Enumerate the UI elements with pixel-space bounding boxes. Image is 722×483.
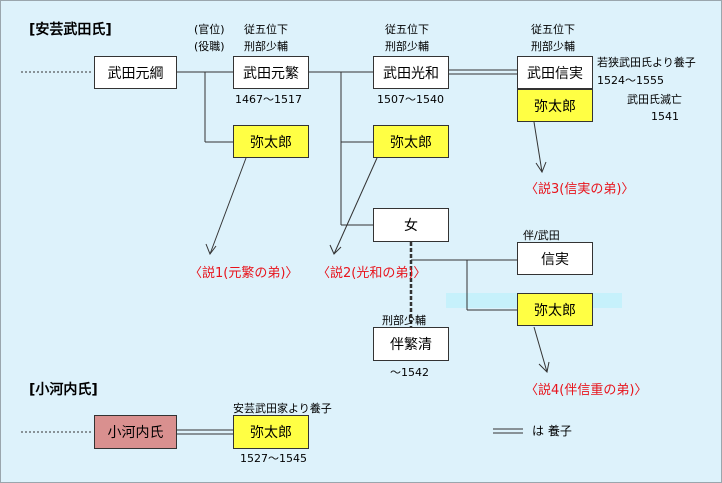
section-title-kogouchi: [小河内氏] — [29, 382, 98, 398]
theory-1: 〈説1(元繁の弟)〉 — [189, 266, 299, 281]
label-dates-mitsukazu: 1507～1540 — [377, 93, 444, 106]
label-rank-nobuzane: 従五位下 — [531, 23, 575, 36]
box-tomo-shigekiyo: 伴繁清 — [373, 327, 449, 361]
arrow-theory3 — [533, 121, 543, 173]
section-title-aki-takeda: [安芸武田氏] — [29, 22, 112, 38]
arrow-theory4 — [533, 326, 548, 373]
label-legend-adoption: は 養子 — [532, 424, 572, 438]
box-nobuzane: 信実 — [517, 242, 593, 275]
box-onna: 女 — [373, 208, 449, 242]
label-adopted-from-aki-takeda: 安芸武田家より養子 — [233, 402, 332, 415]
box-yatarou-kogouchi: 弥太郎 — [233, 415, 309, 449]
label-dates-tomo-shigekiyo: ～1542 — [390, 366, 429, 379]
label-dates-nobuzane: 1524～1555 — [597, 74, 664, 87]
label-kan-i: (官位) — [194, 23, 225, 36]
arrow-theory4-head — [538, 361, 550, 374]
label-rank-motoshige: 従五位下 — [244, 23, 288, 36]
box-takeda-mitsukazu: 武田光和 — [373, 56, 449, 89]
box-takeda-nobuzane: 武田信実 — [517, 56, 593, 89]
box-kogouchi: 小河内氏 — [94, 415, 177, 449]
arrow-theory3-head — [535, 161, 547, 174]
label-extinction-year: 1541 — [651, 110, 679, 123]
box-yatarou-left: 弥太郎 — [233, 125, 309, 158]
box-yatarou-lower-right: 弥太郎 — [517, 293, 593, 326]
label-post-motoshige: 刑部少輔 — [244, 40, 288, 53]
label-post-tomo-shigekiyo: 刑部少輔 — [382, 314, 426, 327]
arrow-theory2 — [333, 157, 378, 255]
theory-2: 〈説2(光和の弟)〉 — [317, 266, 427, 281]
label-takeda-extinction: 武田氏滅亡 — [627, 93, 682, 106]
label-dates-motoshige: 1467～1517 — [235, 93, 302, 106]
label-yakushoku: (役職) — [194, 40, 225, 53]
arrow-theory2-head — [329, 244, 342, 255]
box-takeda-motoshige: 武田元繁 — [233, 56, 309, 89]
theory-4: 〈説4(伴信重の弟)〉 — [525, 383, 648, 398]
box-takeda-motozuna: 武田元綱 — [94, 56, 177, 89]
box-yatarou-top-right: 弥太郎 — [517, 89, 593, 122]
label-post-mitsukazu: 刑部少輔 — [385, 40, 429, 53]
theory-3: 〈説3(信実の弟)〉 — [525, 182, 635, 197]
arrow-theory1 — [209, 157, 247, 255]
label-adopted-from-wakasa: 若狭武田氏より養子 — [597, 56, 696, 69]
arrow-theory1-head — [205, 243, 217, 256]
label-post-nobuzane: 刑部少輔 — [531, 40, 575, 53]
label-tomo-takeda: 伴/武田 — [523, 229, 560, 242]
label-rank-mitsukazu: 従五位下 — [385, 23, 429, 36]
label-dates-yatarou-kogouchi: 1527～1545 — [240, 452, 307, 465]
box-yatarou-middle: 弥太郎 — [373, 125, 449, 158]
